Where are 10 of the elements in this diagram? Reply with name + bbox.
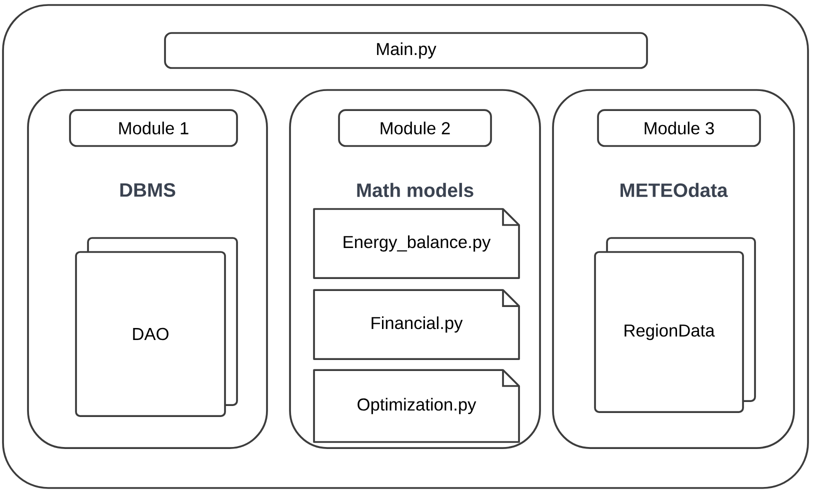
stacked-pages-box: DAO [75, 237, 238, 417]
module-label-box: Module 3 [597, 109, 761, 147]
panel-heading: DBMS [120, 183, 176, 197]
module-label-box: Main.py [164, 32, 648, 69]
panel-heading: METEOdata [620, 182, 728, 198]
panel-heading: Math models [357, 182, 474, 198]
stacked-pages-box: RegionData [594, 237, 756, 413]
module-label-box: Module 2 [338, 109, 492, 147]
module-label-box: Module 1 [69, 109, 238, 147]
frame-box [2, 4, 809, 489]
